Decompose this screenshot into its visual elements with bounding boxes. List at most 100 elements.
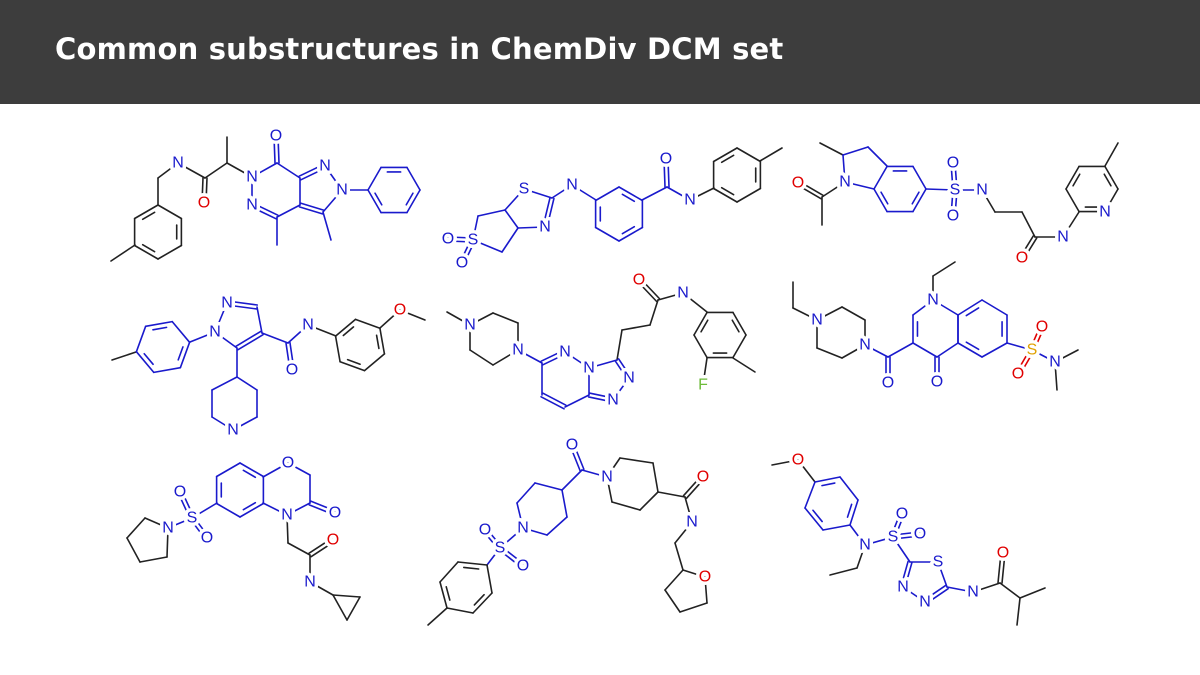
atom-label: O bbox=[699, 569, 711, 586]
bond bbox=[573, 443, 585, 471]
bond bbox=[516, 502, 524, 529]
bond bbox=[126, 537, 141, 563]
bond bbox=[666, 186, 691, 201]
bond bbox=[1054, 361, 1058, 391]
bond bbox=[427, 607, 448, 626]
bond bbox=[157, 204, 183, 220]
bond bbox=[821, 482, 836, 487]
bond bbox=[685, 477, 706, 500]
atom-label: N bbox=[677, 285, 689, 302]
bond bbox=[346, 358, 361, 366]
bond bbox=[946, 586, 974, 593]
bond bbox=[133, 204, 159, 220]
atom-label: N bbox=[811, 312, 823, 329]
bond bbox=[226, 162, 253, 178]
bond bbox=[842, 154, 846, 183]
bond bbox=[587, 396, 614, 403]
bond bbox=[887, 342, 914, 358]
bond bbox=[759, 147, 783, 162]
atom-label: O bbox=[286, 362, 298, 379]
bond bbox=[594, 186, 620, 202]
bond bbox=[965, 307, 980, 317]
bond bbox=[177, 162, 206, 179]
bond bbox=[720, 154, 735, 164]
bond bbox=[561, 489, 568, 518]
atom-label: O bbox=[456, 255, 468, 272]
atom-label: N bbox=[566, 177, 578, 194]
bond bbox=[617, 358, 632, 378]
bond bbox=[242, 469, 257, 479]
bond bbox=[649, 299, 659, 326]
ring bbox=[693, 311, 747, 359]
bond bbox=[965, 341, 980, 351]
bond bbox=[693, 334, 708, 359]
bond bbox=[712, 187, 738, 203]
bond bbox=[492, 349, 519, 366]
bond bbox=[954, 189, 958, 217]
bond bbox=[477, 209, 506, 217]
bond bbox=[812, 509, 823, 523]
bond bbox=[873, 188, 888, 213]
bond bbox=[157, 162, 179, 179]
bond bbox=[469, 312, 494, 326]
atom-label: N bbox=[583, 360, 595, 377]
atom-label: O bbox=[329, 505, 341, 522]
bond bbox=[542, 392, 567, 407]
bond bbox=[611, 501, 641, 511]
bond bbox=[177, 492, 191, 520]
atom-label: N bbox=[967, 584, 979, 601]
atom-label: N bbox=[1057, 229, 1069, 246]
bond bbox=[571, 184, 597, 201]
bond bbox=[972, 582, 1001, 593]
bond bbox=[797, 459, 816, 483]
bond bbox=[287, 542, 311, 556]
bond bbox=[298, 163, 325, 177]
bond bbox=[736, 187, 762, 203]
bond bbox=[1103, 173, 1112, 187]
atom-label: O bbox=[566, 437, 578, 454]
bond bbox=[798, 180, 824, 197]
bond bbox=[621, 193, 636, 203]
bond bbox=[239, 502, 265, 518]
bond bbox=[215, 502, 241, 518]
bond bbox=[504, 209, 519, 229]
bond bbox=[925, 587, 949, 605]
bond bbox=[379, 309, 401, 329]
bond bbox=[829, 567, 858, 576]
atom-label: N bbox=[1049, 354, 1061, 371]
bond bbox=[179, 341, 191, 369]
bond bbox=[252, 202, 279, 216]
atom-label: O bbox=[947, 208, 959, 225]
bond bbox=[141, 211, 156, 221]
bond bbox=[171, 320, 191, 344]
bond bbox=[375, 334, 380, 350]
bond bbox=[564, 351, 590, 369]
bond bbox=[177, 346, 184, 361]
atom-label: N bbox=[464, 317, 476, 334]
bond bbox=[472, 215, 479, 241]
atom-label: O bbox=[442, 231, 454, 248]
bond bbox=[262, 462, 289, 478]
bond bbox=[849, 524, 866, 546]
atom-label: N bbox=[304, 574, 316, 591]
bond bbox=[239, 462, 265, 478]
bond bbox=[1031, 349, 1056, 363]
atom-label: S bbox=[950, 182, 961, 199]
bond bbox=[606, 476, 613, 503]
bond bbox=[517, 226, 546, 229]
bond bbox=[242, 501, 257, 511]
bond bbox=[925, 188, 956, 191]
ring bbox=[957, 299, 1008, 358]
bond bbox=[504, 188, 525, 211]
bond bbox=[1104, 142, 1119, 167]
bond bbox=[564, 394, 590, 408]
bond bbox=[693, 311, 708, 336]
bond bbox=[276, 204, 301, 218]
bond bbox=[540, 349, 565, 362]
bond bbox=[954, 162, 958, 191]
atom-label: N bbox=[162, 520, 174, 537]
bond bbox=[406, 189, 421, 214]
atom-label: N bbox=[227, 422, 239, 439]
